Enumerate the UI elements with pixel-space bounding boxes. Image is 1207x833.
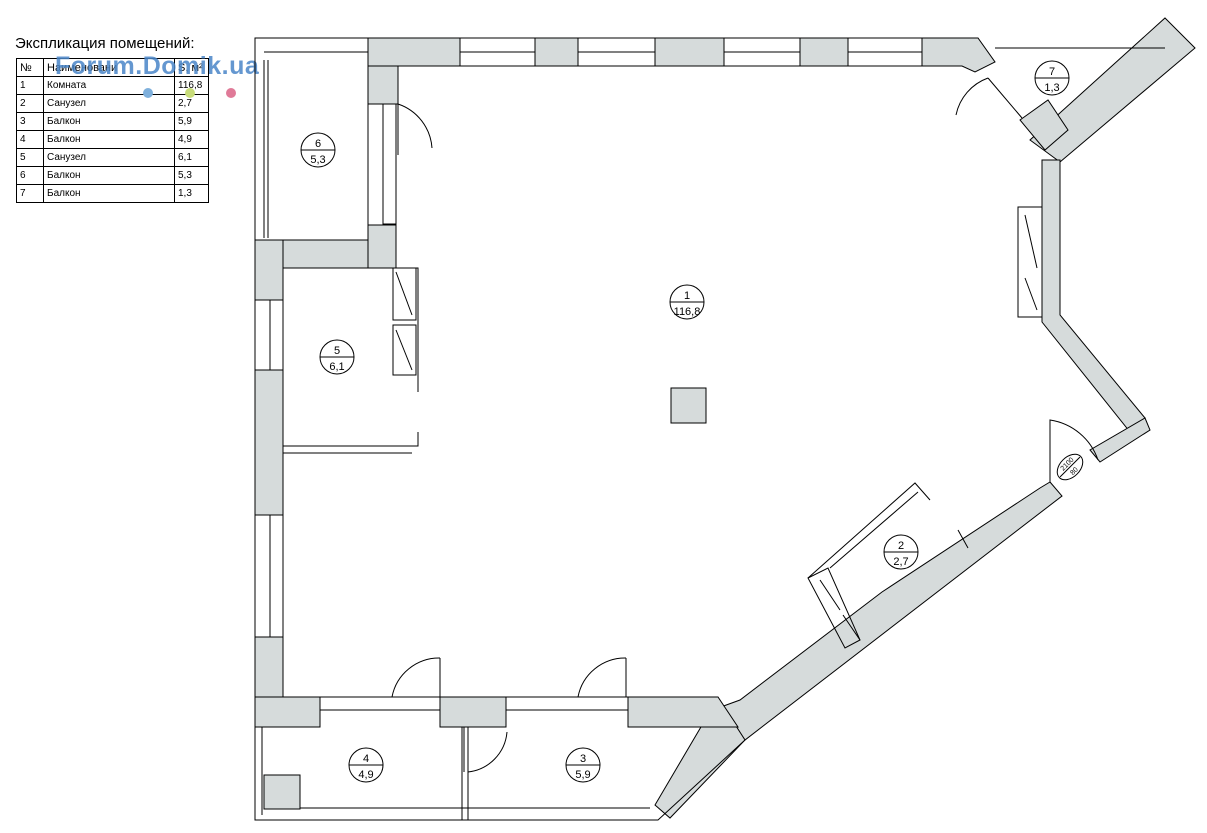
room-number: 6 <box>315 138 321 150</box>
door-swing <box>391 657 441 698</box>
wall-segment <box>367 65 399 105</box>
wall-segment <box>921 37 996 73</box>
column <box>263 774 301 810</box>
table-row: 6 Балкон 5,3 <box>16 166 209 185</box>
vent-shaft <box>392 267 417 321</box>
shaft-diagonal <box>819 579 841 611</box>
room-area: 5,9 <box>575 769 590 781</box>
window <box>269 514 284 638</box>
door-swing <box>397 103 433 155</box>
vent-shaft <box>392 324 417 376</box>
shaft-diagonal <box>395 271 413 316</box>
room-label-3: 3 5,9 <box>565 747 601 783</box>
wall-segment <box>254 696 321 728</box>
partitions <box>254 37 1165 821</box>
room-label-7: 7 1,3 <box>1034 60 1070 96</box>
wall-segment <box>439 696 507 728</box>
window <box>269 299 284 371</box>
wall-segment <box>1041 159 1146 433</box>
wall-segment <box>367 224 397 269</box>
explication-title: Экспликация помещений: <box>15 35 195 52</box>
wall-segment <box>367 37 461 67</box>
shaft-diagonal <box>395 329 413 371</box>
room-number: 4 <box>363 753 369 765</box>
room-area: 4,9 <box>358 769 373 781</box>
explication-table: № Наименовани S, м² 1 Комната 116,8 2 Са… <box>16 58 209 203</box>
window <box>505 696 629 711</box>
door-tag-width: 80 <box>1069 466 1080 477</box>
bathroom-wall <box>283 432 419 447</box>
room-number: 1 <box>684 290 690 302</box>
table-row: 2 Санузел 2,7 <box>16 94 209 113</box>
table-row: 7 Балкон 1,3 <box>16 184 209 203</box>
table-row: 5 Санузел 6,1 <box>16 148 209 167</box>
room-label-6: 6 5,3 <box>300 132 336 168</box>
watermark-dot-green <box>185 88 195 98</box>
room-label-5: 5 6,1 <box>319 339 355 375</box>
door-tag: 2100 80 <box>1056 453 1084 481</box>
wall-segment <box>254 239 284 301</box>
room-area: 2,7 <box>893 556 908 568</box>
wall-segment <box>799 37 849 67</box>
room-area: 1,3 <box>1044 82 1059 94</box>
walls <box>254 17 1196 819</box>
bathroom-wall <box>957 529 969 549</box>
shaft-diagonal <box>1024 277 1038 311</box>
wall-segment <box>254 369 284 516</box>
door-swing <box>1049 419 1099 482</box>
room-number: 2 <box>898 540 904 552</box>
room-area: 5,3 <box>310 154 325 166</box>
wall-segment <box>627 696 739 728</box>
wall-segment <box>254 636 284 698</box>
shaft-diagonal <box>1024 214 1038 269</box>
bathroom-wall <box>807 482 931 579</box>
door-swing <box>955 77 1023 119</box>
watermark-dot-pink <box>226 88 236 98</box>
room-number: 5 <box>334 345 340 357</box>
room-label-4: 4 4,9 <box>348 747 384 783</box>
bathroom-wall <box>829 491 919 569</box>
room-area: 116,8 <box>674 306 701 318</box>
room-number: 3 <box>580 753 586 765</box>
wall-segment <box>1089 417 1151 463</box>
row-area: 1,3 <box>174 184 209 203</box>
window <box>382 103 397 225</box>
column <box>670 387 707 424</box>
watermark-logo: Forum.Domik.ua <box>55 52 260 80</box>
room-area: 6,1 <box>329 361 344 373</box>
door-swing <box>463 727 508 773</box>
room-label-2: 2 2,7 <box>883 534 919 570</box>
watermark-dot-blue <box>143 88 153 98</box>
door-swing <box>577 657 627 698</box>
wall-segment <box>1019 99 1069 151</box>
vent-shaft <box>1017 206 1043 318</box>
balcony-outline <box>254 727 746 821</box>
shaft-diagonal <box>842 614 861 641</box>
window <box>319 696 441 711</box>
wall-segment <box>534 37 579 67</box>
wall-segment <box>654 37 725 67</box>
wall-segment <box>717 481 1063 741</box>
row-name: Балкон <box>43 184 175 203</box>
room-label-1: 1 116,8 <box>669 284 705 320</box>
room-number: 7 <box>1049 66 1055 78</box>
table-row: 4 Балкон 4,9 <box>16 130 209 149</box>
